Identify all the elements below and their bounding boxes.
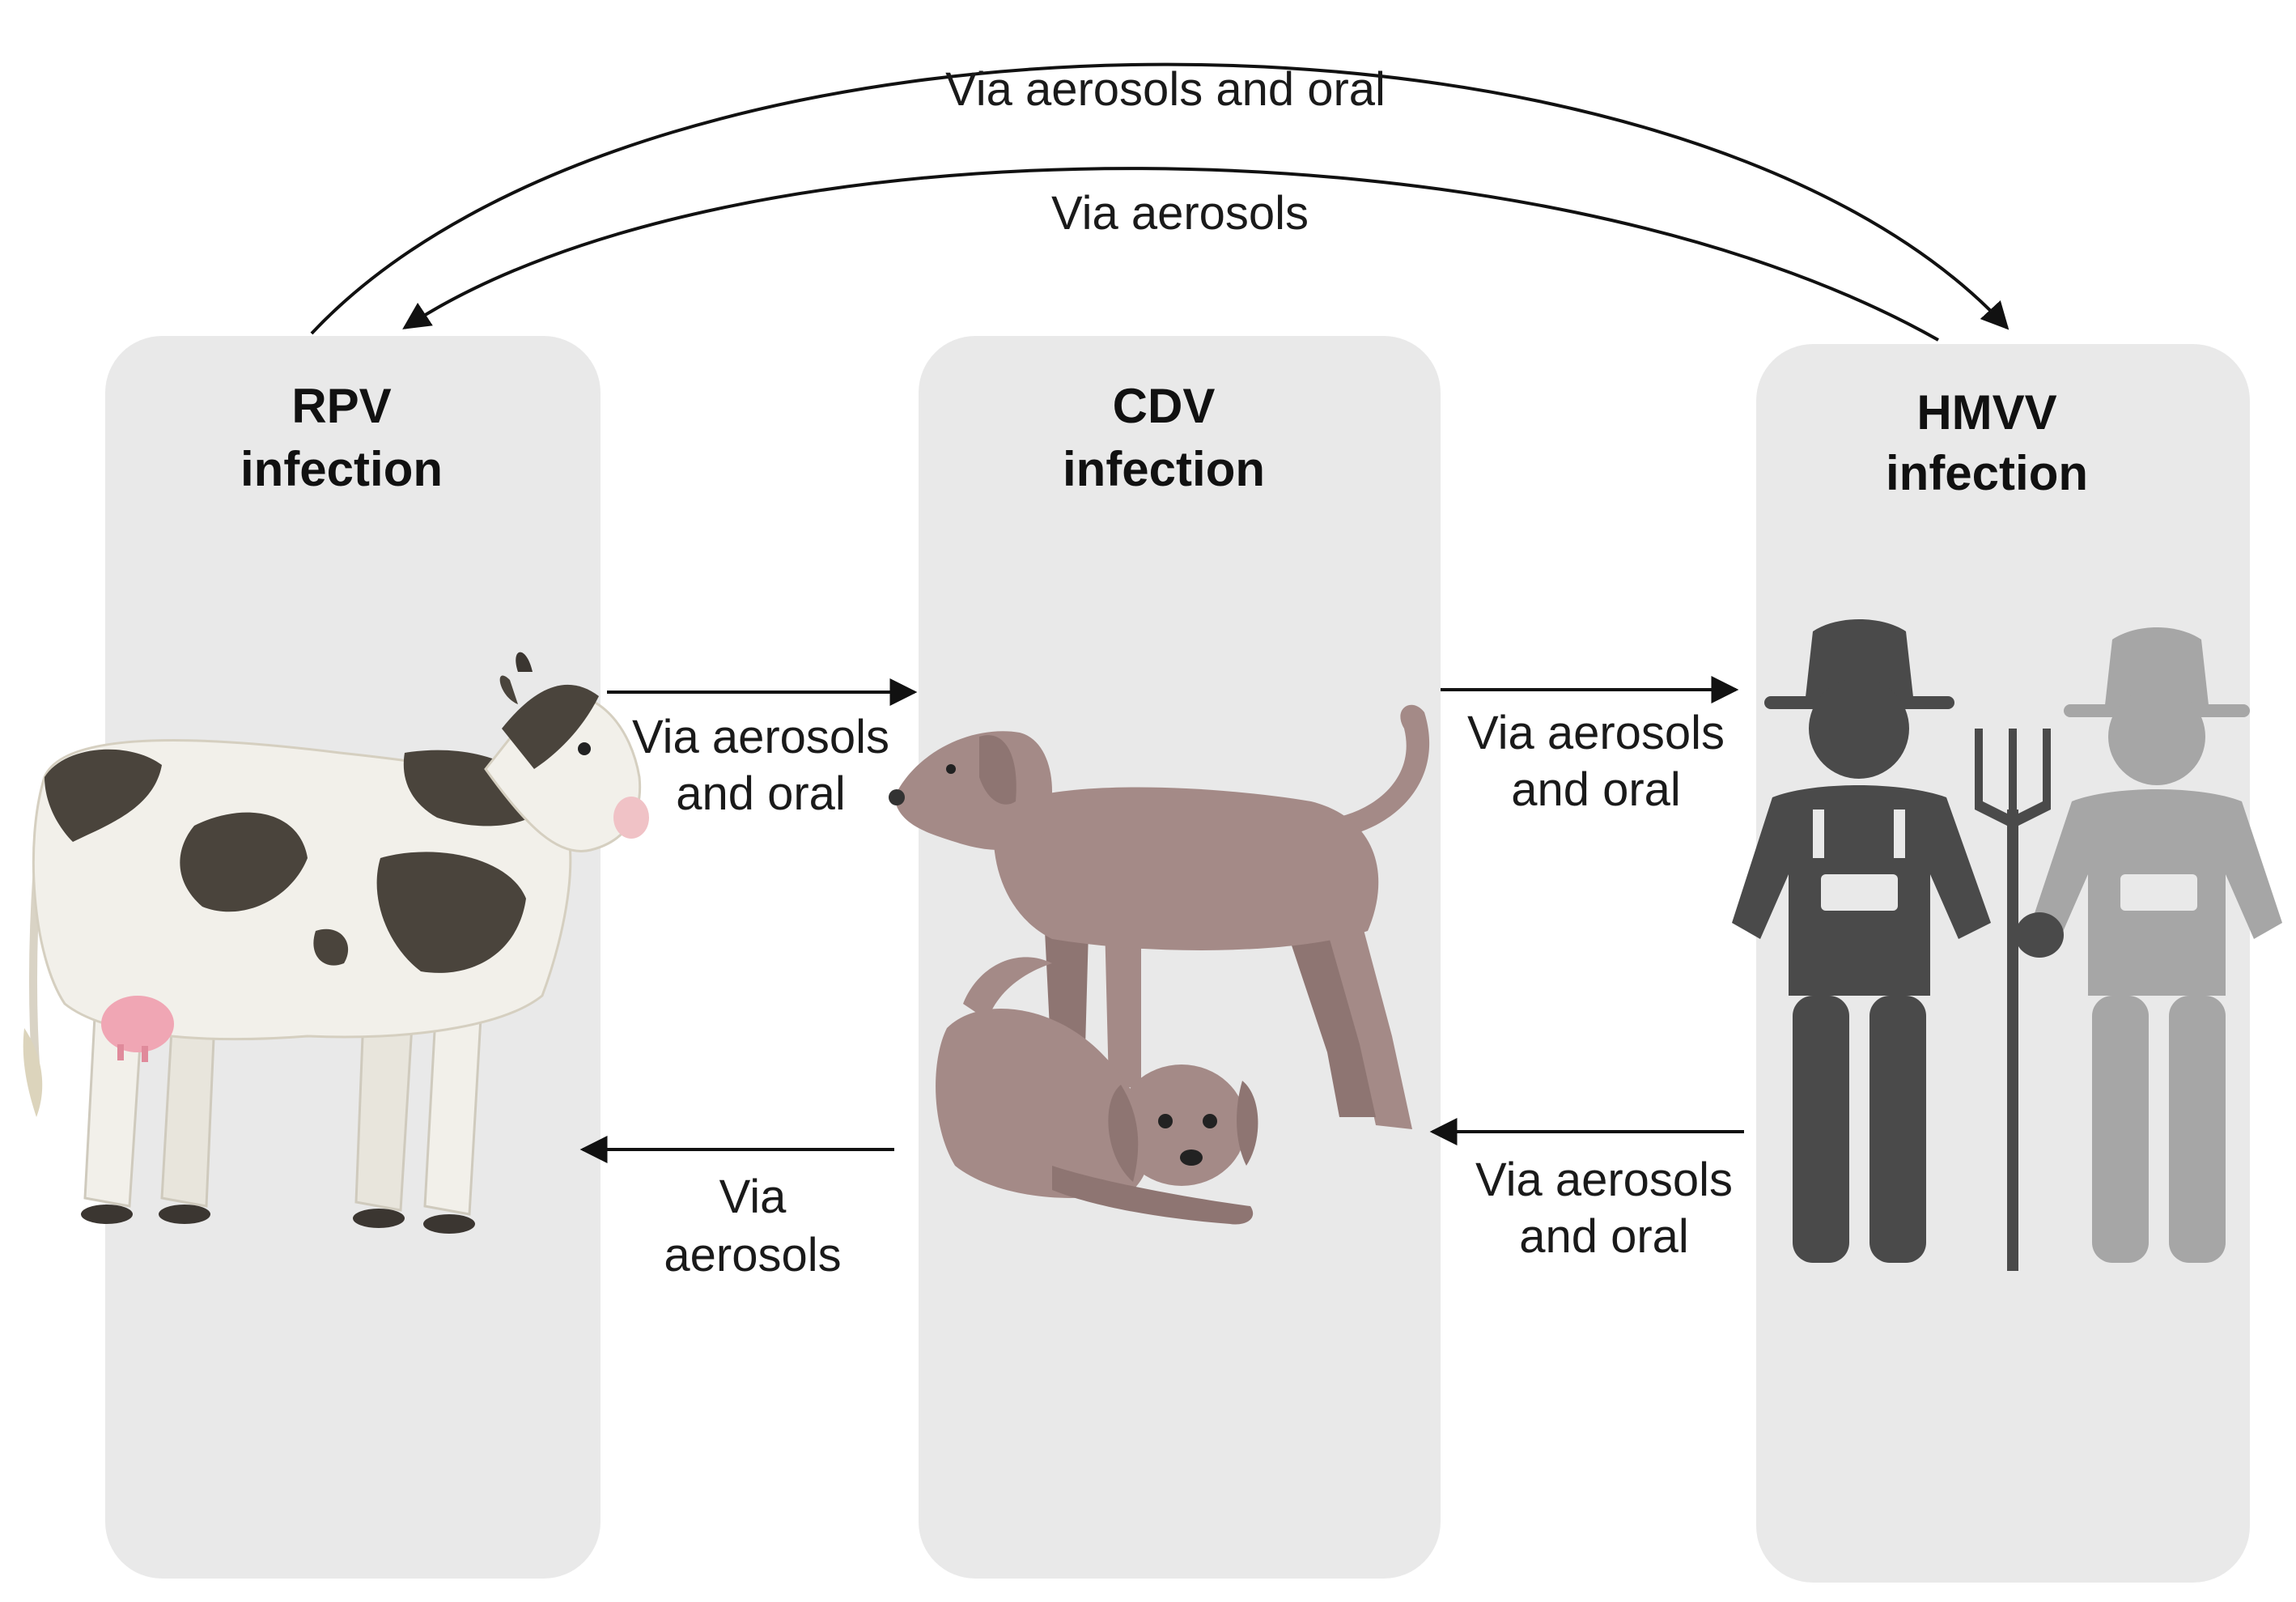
label-hmvv-to-rpv: Via aerosols: [1051, 187, 1309, 240]
farmer-dark: [1732, 619, 1991, 1263]
label-rpv-to-cdv-line1: Via aerosols: [632, 711, 889, 763]
label-cdv-to-rpv-line1: Via: [719, 1171, 787, 1223]
farmer-light: [2031, 627, 2282, 1263]
label-cdv-to-hmvv-line2: and oral: [1511, 763, 1681, 816]
label-cdv-to-rpv-line2: aerosols: [664, 1229, 841, 1281]
arrow-rpv-to-hmvv: [310, 62, 2010, 335]
pitchfork-icon: [1975, 729, 2051, 1271]
panel-hmvv-title-line1: HMVV: [1916, 385, 2056, 440]
label-hmvv-to-cdv-line1: Via aerosols: [1475, 1154, 1733, 1206]
label-rpv-to-hmvv: Via aerosols and oral: [945, 63, 1386, 116]
dogs-illustration: [889, 704, 1430, 1225]
label-hmvv-to-cdv-line2: and oral: [1519, 1210, 1689, 1263]
panel-cdv-title-line1: CDV: [1113, 379, 1216, 433]
label-rpv-to-cdv-line2: and oral: [676, 767, 846, 820]
panel-hmvv-title-line2: infection: [1886, 446, 2088, 500]
label-cdv-to-hmvv-line1: Via aerosols: [1467, 707, 1725, 759]
panel-rpv-title-line2: infection: [240, 442, 443, 496]
panel-rpv-title-line1: RPV: [291, 379, 391, 433]
cow-illustration: [23, 652, 649, 1234]
farmers-illustration: [1732, 619, 2282, 1271]
arrow-hmvv-to-rpv: [402, 167, 1939, 342]
panel-cdv: [919, 336, 1441, 1579]
panel-cdv-title-line2: infection: [1063, 442, 1265, 496]
